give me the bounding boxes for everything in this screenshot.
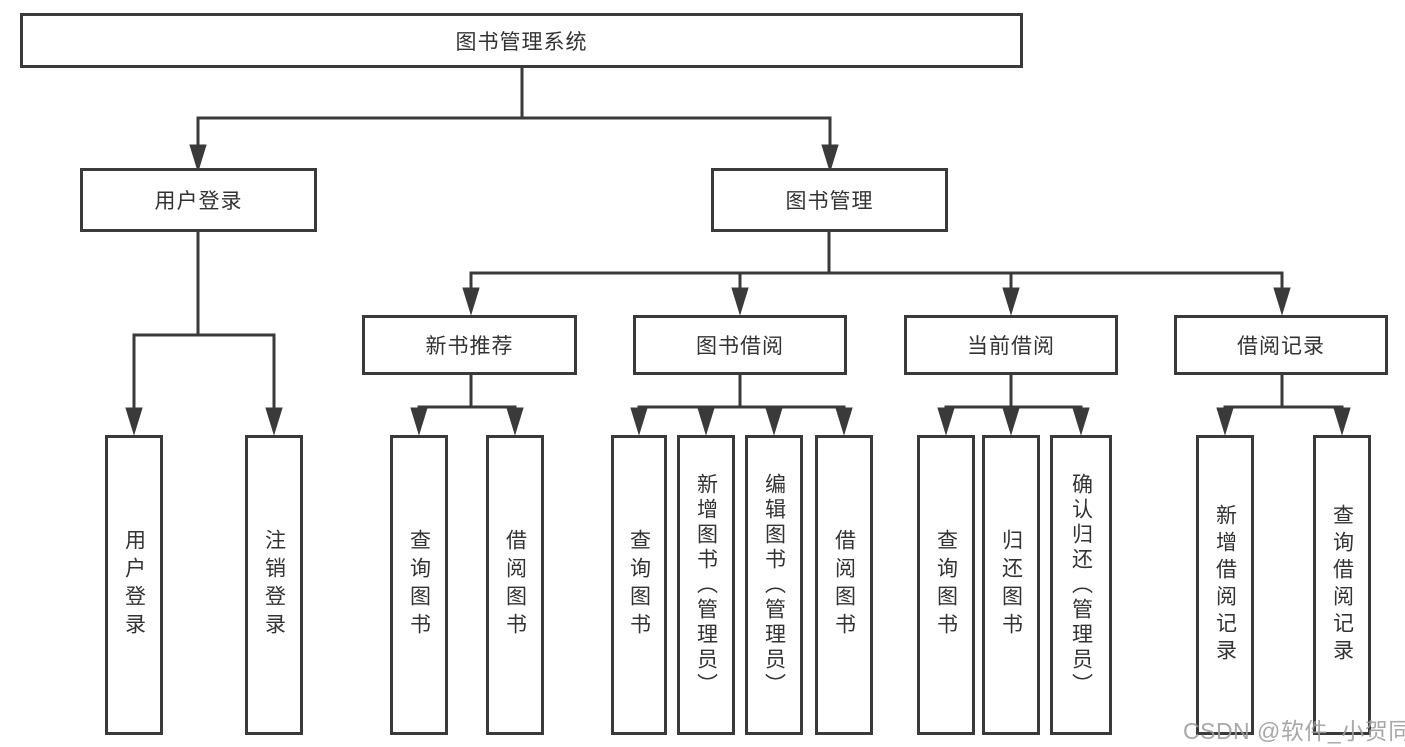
leaf-label: 查询图书 [627, 529, 651, 641]
node-label: 图书借阅 [696, 335, 784, 358]
leaf-label: 查询图书 [934, 529, 958, 641]
node-book-management: 图书管理 [711, 168, 948, 232]
leaf-logout: 注销登录 [245, 435, 303, 735]
leaf-label: 归还图书 [999, 529, 1023, 641]
leaf-label: 新增图书（管理员） [694, 472, 718, 698]
node-new-book-recommend: 新书推荐 [362, 315, 577, 375]
leaf-label: 确认归还（管理员） [1069, 472, 1093, 698]
leaf-label: 用户登录 [122, 529, 146, 641]
leaf-label: 新增借阅记录 [1213, 504, 1237, 666]
node-label: 用户登录 [154, 190, 243, 213]
leaf-user-login: 用户登录 [105, 435, 163, 735]
leaf-label: 借阅图书 [832, 529, 856, 641]
leaf-return-books: 归还图书 [982, 435, 1040, 735]
leaf-query-borrow-record: 查询借阅记录 [1313, 435, 1371, 735]
node-label: 借阅记录 [1237, 335, 1325, 358]
node-borrow-records: 借阅记录 [1174, 315, 1388, 375]
leaf-add-borrow-record: 新增借阅记录 [1196, 435, 1254, 735]
node-label: 图书管理系统 [455, 30, 588, 54]
node-book-borrow: 图书借阅 [633, 315, 847, 375]
leaf-label: 借阅图书 [503, 529, 527, 641]
leaf-confirm-return-admin: 确认归还（管理员） [1050, 435, 1112, 735]
leaf-edit-books-admin: 编辑图书（管理员） [745, 435, 803, 735]
node-library-management-system: 图书管理系统 [20, 13, 1023, 68]
leaf-label: 查询图书 [407, 529, 431, 641]
node-user-login: 用户登录 [80, 168, 317, 232]
leaf-label: 注销登录 [262, 529, 286, 641]
node-current-borrow: 当前借阅 [904, 315, 1118, 375]
leaf-query-books-borrow: 查询图书 [611, 435, 667, 735]
leaf-label: 编辑图书（管理员） [762, 472, 786, 698]
leaf-add-books-admin: 新增图书（管理员） [677, 435, 735, 735]
node-label: 当前借阅 [967, 335, 1055, 358]
leaf-label: 查询借阅记录 [1330, 504, 1354, 666]
leaf-query-books-recommend: 查询图书 [390, 435, 448, 735]
leaf-query-books-current: 查询图书 [917, 435, 975, 735]
csdn-watermark: CSDN @软件_小贺同学 [1183, 718, 1405, 744]
node-label: 图书管理 [785, 190, 874, 213]
leaf-borrow-books: 借阅图书 [815, 435, 873, 735]
leaf-borrow-books-recommend: 借阅图书 [486, 435, 544, 735]
node-label: 新书推荐 [425, 335, 514, 358]
